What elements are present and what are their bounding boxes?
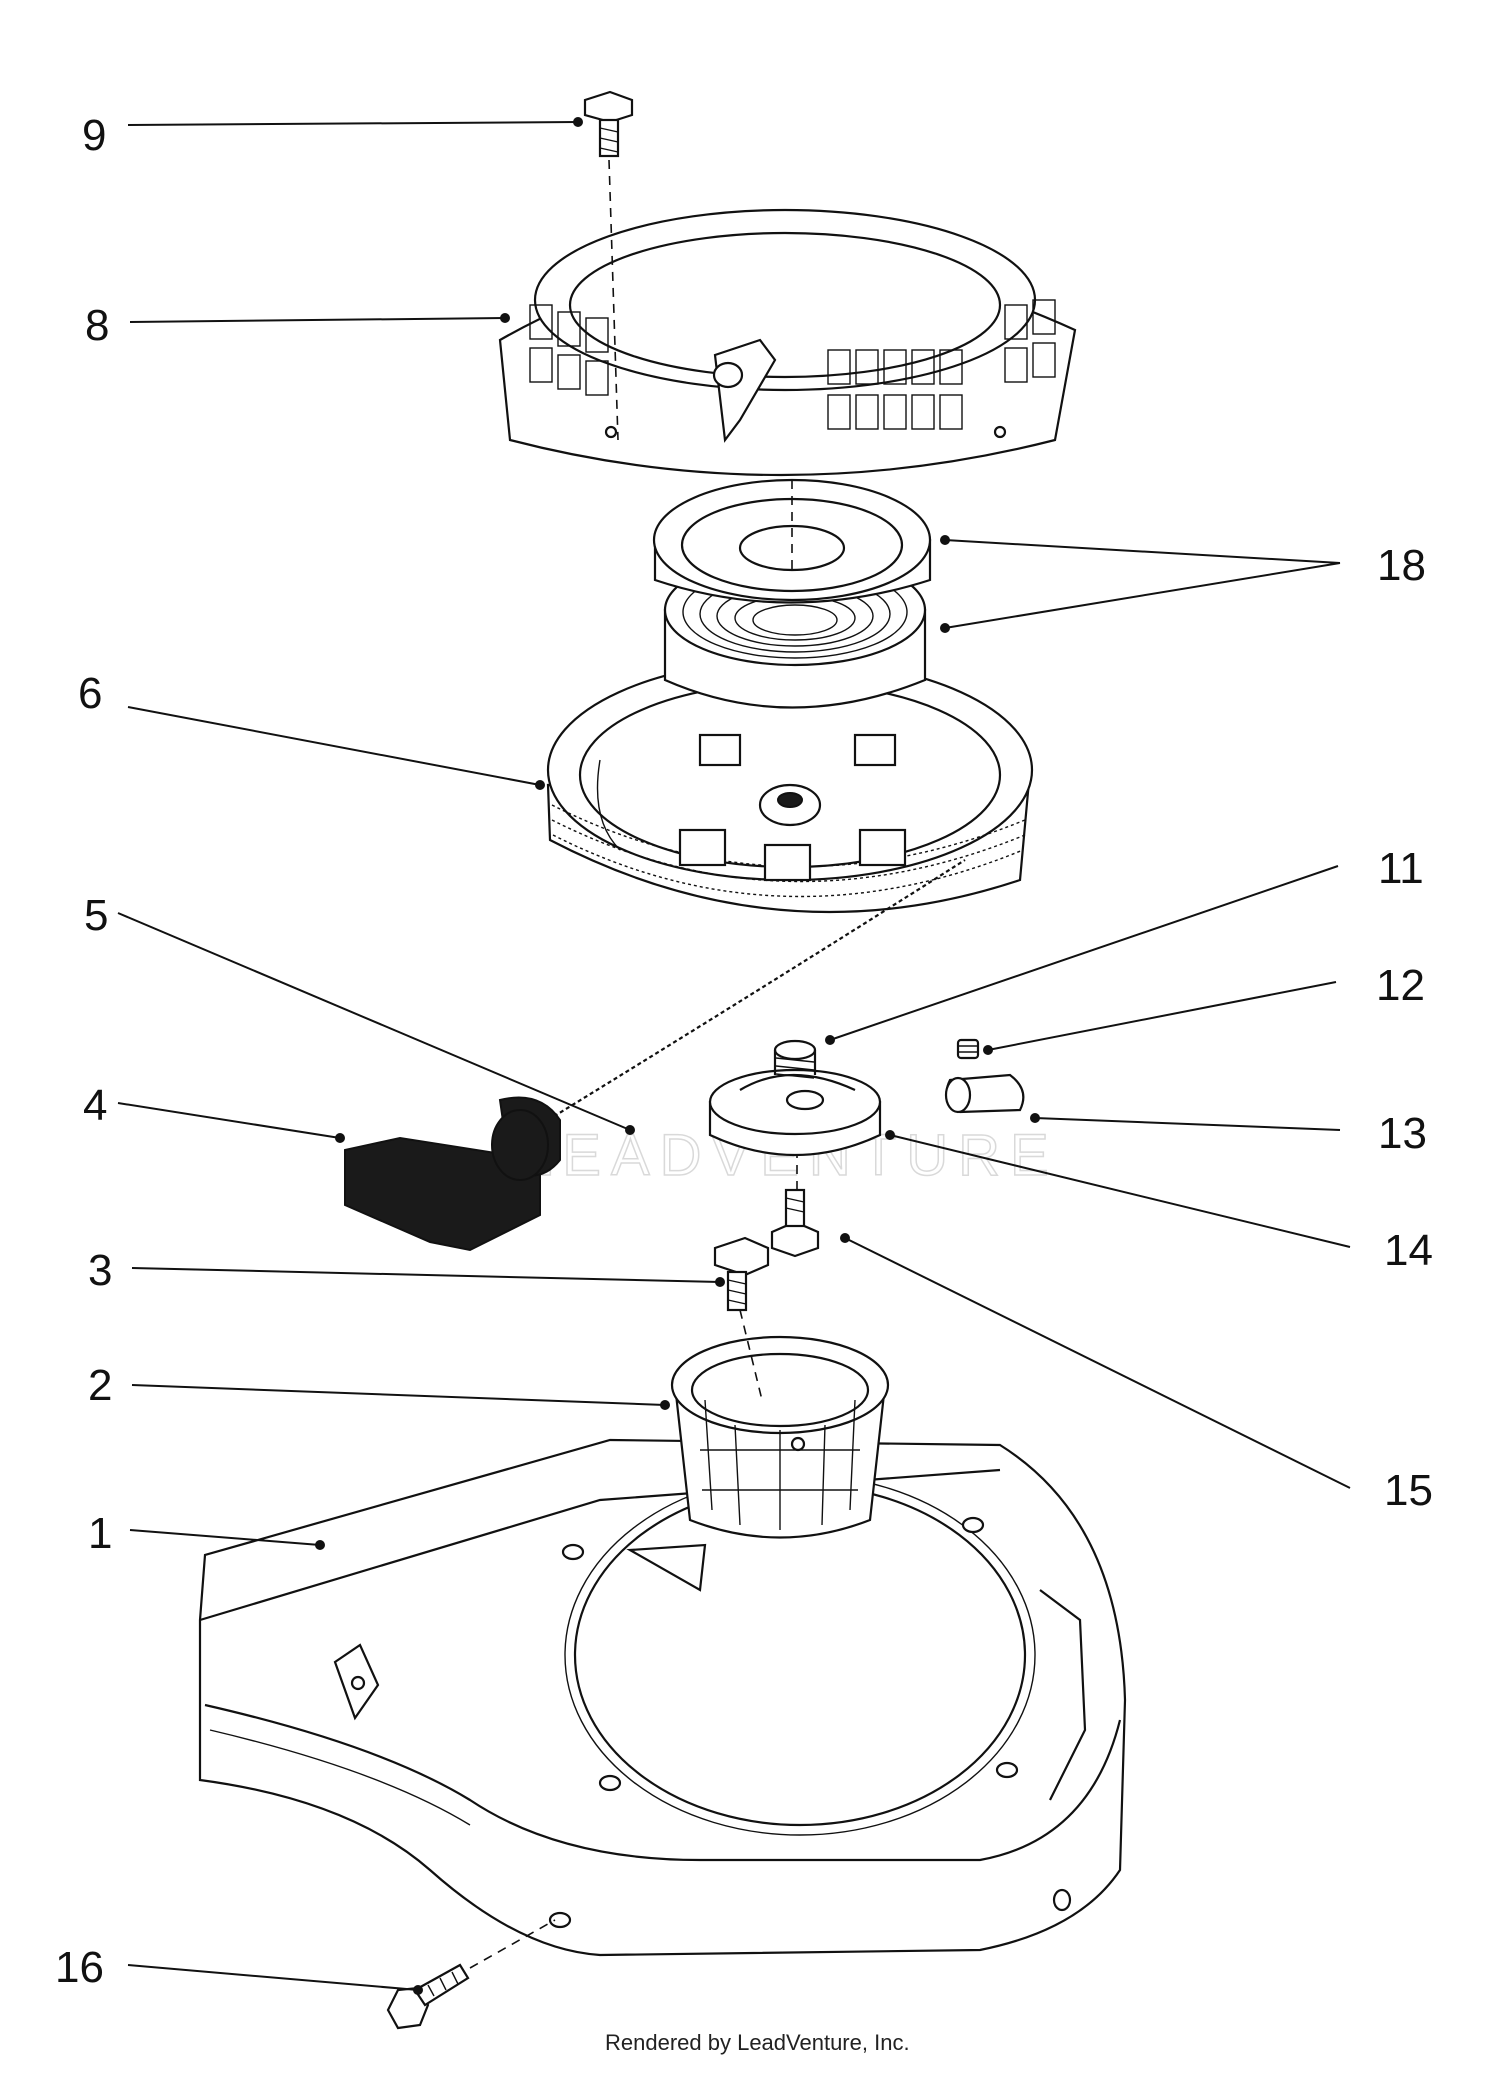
leader-dots: [315, 117, 1040, 1995]
callout-label-11: 11: [1378, 844, 1424, 893]
callout-label-5: 5: [84, 891, 108, 940]
callout-label-15: 15: [1384, 1466, 1433, 1515]
part-spring-cover: [652, 478, 932, 604]
part-pawl-screw: [770, 1188, 820, 1258]
part-starter-cup: [670, 1335, 890, 1539]
callout-label-6: 6: [78, 669, 102, 718]
callouts: 9 8 18 6 11 5 12 4 13 14 3 2 15 1 16: [55, 111, 1433, 1992]
callout-label-12: 12: [1376, 961, 1425, 1010]
callout-label-1: 1: [88, 1509, 112, 1558]
callout-label-4: 4: [83, 1081, 107, 1130]
callout-label-2: 2: [88, 1361, 112, 1410]
part-starter-pulley: [708, 1068, 882, 1157]
callout-label-14: 14: [1384, 1226, 1433, 1275]
leader-lines: [117, 121, 1351, 1991]
part-pawl-spring: [956, 1038, 980, 1060]
callout-label-8: 8: [85, 301, 109, 350]
part-spring: [773, 1039, 817, 1079]
callout-label-18: 18: [1377, 541, 1426, 590]
render-credit: Rendered by LeadVenture, Inc.: [605, 2030, 910, 2055]
callout-label-9: 9: [82, 111, 106, 160]
part-cup-bolt: [713, 1236, 770, 1312]
callout-label-3: 3: [88, 1246, 112, 1295]
callout-label-16: 16: [55, 1943, 104, 1992]
part-mounting-screw: [386, 1963, 470, 2030]
part-housing-bolt: [583, 90, 634, 158]
part-blower-housing: [198, 1438, 1127, 1957]
callout-label-13: 13: [1378, 1109, 1427, 1158]
part-starter-rope: [547, 859, 966, 1121]
part-starter-housing: [498, 208, 1077, 477]
part-pawl: [944, 1073, 1025, 1114]
part-starter-handle: [344, 1096, 561, 1252]
part-starter-reel: [546, 658, 1034, 914]
